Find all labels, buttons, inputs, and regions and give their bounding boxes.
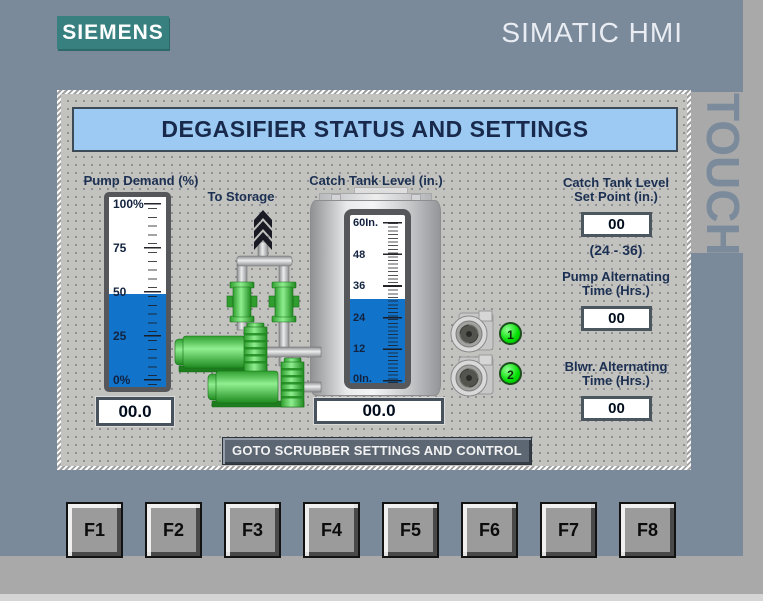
- pump-alt-label-line1: Pump Alternating: [562, 269, 670, 284]
- pump-demand-gauge: 100% 75 50 25 0%: [104, 192, 171, 392]
- flow-arrow-up-icon: [254, 210, 272, 250]
- tank-scale-0: 0In.: [353, 373, 372, 385]
- fkey-f1[interactable]: F1: [66, 502, 123, 558]
- blwr-alt-label-line1: Blwr. Alternating: [564, 359, 668, 374]
- blower-1-status: 1: [499, 322, 522, 345]
- hmi-screen: DEGASIFIER STATUS AND SETTINGS Pump Dema…: [57, 90, 691, 470]
- blower-2-icon: [450, 354, 494, 397]
- blwr-alt-time-input[interactable]: 00: [581, 396, 652, 421]
- set-point-label-line1: Catch Tank Level: [563, 175, 669, 190]
- pump-1: [174, 322, 268, 373]
- pump-scale-100: 100%: [113, 197, 144, 211]
- pump-scale-50: 50: [113, 285, 127, 299]
- bezel-bottom-strip: [0, 556, 763, 594]
- catch-tank-level-label: Catch Tank Level (in.): [309, 173, 443, 188]
- fkey-f4[interactable]: F4: [303, 502, 360, 558]
- pump-alt-label-line2: Time (Hrs.): [582, 283, 650, 298]
- blower-2-status: 2: [499, 362, 522, 385]
- touch-label: TOUCH: [697, 93, 749, 253]
- tank-scale-12: 12: [353, 343, 366, 355]
- touch-branding: TOUCH: [691, 92, 763, 253]
- fkey-f7[interactable]: F7: [540, 502, 597, 558]
- pump-2: [207, 357, 305, 408]
- fkey-f2[interactable]: F2: [145, 502, 202, 558]
- fkey-f6[interactable]: F6: [461, 502, 518, 558]
- goto-scrubber-button[interactable]: GOTO SCRUBBER SETTINGS AND CONTROL: [222, 437, 532, 465]
- fkey-f5[interactable]: F5: [382, 502, 439, 558]
- pump-scale-25: 25: [113, 329, 127, 343]
- set-point-input[interactable]: 00: [581, 212, 652, 237]
- tank-gauge-major-ticks: [383, 222, 402, 383]
- pump-scale-0: 0%: [113, 373, 131, 387]
- pump-demand-label: Pump Demand (%): [83, 173, 199, 188]
- pump-scale-75: 75: [113, 241, 127, 255]
- tank-level-value: 00.0: [314, 398, 444, 424]
- bezel-right-strip: [743, 0, 763, 601]
- tank-scale-24: 24: [353, 312, 366, 324]
- fkey-f3[interactable]: F3: [224, 502, 281, 558]
- valve-right: [268, 281, 300, 323]
- pump-gauge-major-ticks: [144, 203, 161, 382]
- fkey-f8[interactable]: F8: [619, 502, 676, 558]
- valve-left: [226, 281, 258, 323]
- tank-scale-48: 48: [353, 249, 366, 261]
- page-title: DEGASIFIER STATUS AND SETTINGS: [72, 107, 678, 152]
- pump-alt-time-input[interactable]: 00: [581, 306, 652, 331]
- hmi-screen-area: DEGASIFIER STATUS AND SETTINGS Pump Dema…: [61, 94, 687, 466]
- set-point-label-line2: Set Point (in.): [574, 189, 658, 204]
- set-point-range-hint: (24 - 36): [589, 242, 643, 258]
- blower-1-icon: [450, 310, 494, 353]
- to-storage-label: To Storage: [207, 189, 275, 204]
- pipes: [236, 241, 322, 393]
- siemens-logo: SIEMENS: [57, 16, 169, 49]
- tank-scale-60: 60In.: [353, 217, 379, 229]
- blwr-alt-label-line2: Time (Hrs.): [582, 373, 650, 388]
- pump-demand-value: 00.0: [96, 397, 174, 426]
- tank-level-gauge: 60In. 48 36 24 12 0In.: [344, 209, 411, 389]
- tank-scale-36: 36: [353, 280, 366, 292]
- simatic-hmi-label: SIMATIC HMI: [501, 17, 683, 48]
- bezel-bottom-edge: [0, 594, 763, 601]
